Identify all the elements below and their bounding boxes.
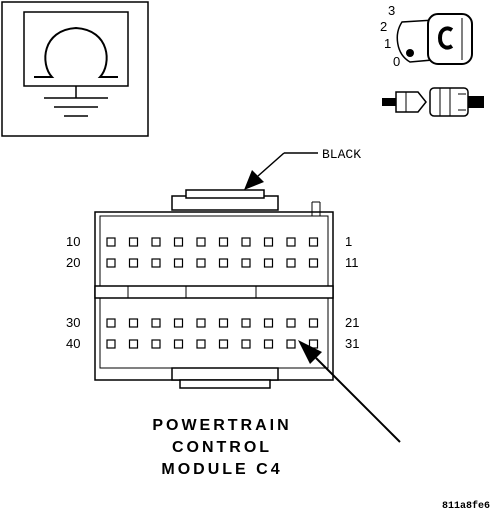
pin-label-31: 31	[345, 336, 359, 351]
pin-cavity	[196, 237, 206, 247]
pin-cavity	[196, 318, 206, 328]
key-position-2: 2	[380, 19, 387, 34]
pin-label-21: 21	[345, 315, 359, 330]
pin-cavity	[241, 237, 251, 247]
connector-name-line-2: CONTROL	[172, 439, 272, 456]
pin-cavity	[151, 318, 161, 328]
pin-cavity	[286, 339, 296, 349]
pin-cavity	[128, 339, 139, 349]
pin-label-10: 10	[66, 234, 80, 249]
pin-cavity	[196, 339, 206, 349]
pin-cavity	[151, 237, 161, 247]
pin-cavity	[128, 258, 139, 268]
key-position-0: 0	[393, 54, 400, 69]
pin-cavity	[218, 318, 229, 328]
pin-cavity	[173, 318, 184, 328]
connector-plug-icon	[382, 87, 484, 117]
pin-cavity	[241, 258, 251, 268]
pin-label-11: 11	[345, 255, 359, 270]
connector-name-line-3: MODULE C4	[161, 461, 282, 478]
key-position-3: 3	[388, 3, 395, 18]
pin-cavity	[263, 237, 274, 247]
pin-cavity	[218, 237, 229, 247]
pin-label-30: 30	[66, 315, 80, 330]
pin-cavity	[263, 339, 274, 349]
pin-cavity	[286, 258, 296, 268]
pin-cavity	[263, 258, 274, 268]
connector-color-label: BLACK	[322, 147, 361, 162]
pin-cavity	[173, 339, 184, 349]
pin-label-40: 40	[66, 336, 80, 351]
connector-body	[94, 189, 334, 389]
pin-cavity	[151, 339, 161, 349]
pin-cavity	[308, 258, 319, 268]
pin-cavity	[106, 339, 116, 349]
connector-name-line-1: POWERTRAIN	[152, 417, 291, 434]
pin-cavity	[218, 339, 229, 349]
pin-cavity	[286, 318, 296, 328]
pin-label-1: 1	[345, 234, 352, 249]
key-position-1: 1	[384, 36, 391, 51]
pointer-arrow	[298, 340, 401, 443]
pin-label-20: 20	[66, 255, 80, 270]
pin-grid	[106, 237, 319, 349]
pin-cavity	[128, 318, 139, 328]
pin-cavity	[173, 258, 184, 268]
pin-cavity	[151, 258, 161, 268]
pin-cavity	[286, 237, 296, 247]
pin-cavity	[241, 318, 251, 328]
pin-cavity	[106, 237, 116, 247]
pin-cavity	[308, 318, 319, 328]
pin-cavity	[106, 258, 116, 268]
pin-cavity	[218, 258, 229, 268]
pin-cavity	[106, 318, 116, 328]
ignition-key-icon: 3 2 1 0	[380, 3, 473, 69]
pin-cavity	[241, 339, 251, 349]
pin-cavity	[263, 318, 274, 328]
color-callout: BLACK	[244, 147, 361, 190]
figure-reference: 811a8fe6	[442, 500, 490, 512]
pin-cavity	[173, 237, 184, 247]
pin-cavity	[196, 258, 206, 268]
pin-cavity	[128, 237, 139, 247]
pin-cavity	[308, 237, 319, 247]
ohmmeter-symbol-icon	[1, 1, 149, 137]
